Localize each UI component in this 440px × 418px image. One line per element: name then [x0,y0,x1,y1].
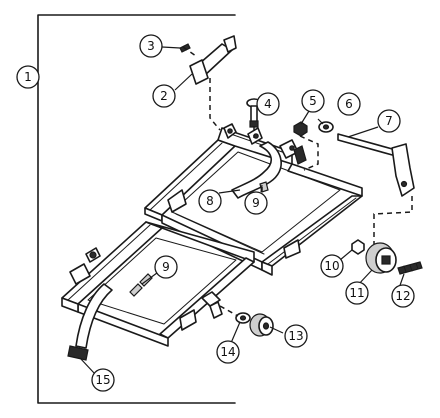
callout-label-15: 15 [95,373,110,387]
callout-label-12: 12 [395,289,410,303]
callout-3: 3 [139,34,163,58]
callout-12: 12 [391,284,415,308]
callout-label-9-lower: 9 [162,260,170,274]
handle-part-2 [189,35,237,85]
callout-label-3: 3 [147,39,155,53]
callout-5: 5 [301,89,325,113]
strap-lower [67,283,113,361]
lower-frame [61,221,255,347]
callout-label-6: 6 [345,97,353,111]
nut-part-5 [293,121,308,137]
callout-11: 11 [345,281,369,305]
callout-8: 8 [198,189,222,213]
callout-9-upper: 9 [244,191,268,215]
callout-10: 10 [320,254,344,278]
washer-part-6 [318,121,334,133]
wheel-part-11 [365,242,397,274]
callout-7: 7 [377,109,401,133]
callout-label-7: 7 [385,114,393,128]
callout-label-4: 4 [264,97,272,111]
callout-label-5: 5 [309,94,317,108]
callout-15: 15 [91,368,115,392]
callout-9-lower: 9 [154,255,178,279]
callout-6: 6 [337,92,361,116]
alignment-lines [182,46,413,317]
lever-part-7 [337,133,415,197]
roller-part-13 [249,313,274,337]
callout-13: 13 [284,324,308,348]
callout-label-9-upper: 9 [252,196,260,210]
callout-label-14: 14 [220,345,235,359]
callout-1: 1 [16,65,40,89]
washer-part-14 [235,312,251,324]
bolt-part-9-lower [129,273,153,297]
callout-label-2: 2 [160,89,168,103]
callout-2: 2 [152,84,176,108]
screw-part-12 [397,261,423,275]
callout-label-13: 13 [288,329,303,343]
strap-upper [231,141,307,199]
callout-label-10: 10 [324,259,339,273]
nut-part-10 [351,239,365,255]
callout-4: 4 [256,92,280,116]
callout-label-8: 8 [206,194,214,208]
assembly-bracket [37,14,236,404]
callout-label-1: 1 [24,70,32,84]
callout-label-11: 11 [349,286,364,300]
callout-14: 14 [216,340,240,364]
